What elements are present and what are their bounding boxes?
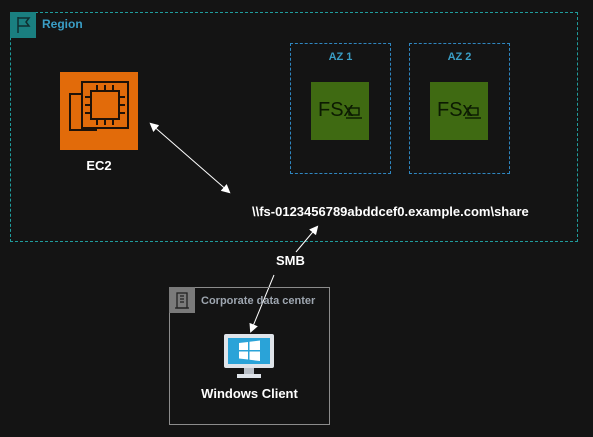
az-1-label: AZ 1: [328, 51, 353, 63]
corporate-datacenter-container: [169, 287, 330, 425]
fsx-icon-text: FSx: [318, 99, 354, 121]
smb-label: SMB: [276, 253, 305, 268]
ec2-label: EC2: [86, 158, 112, 173]
ec2-chip-icon: [60, 72, 138, 150]
corporate-datacenter-label: Corporate data center: [201, 295, 316, 307]
region-container: [10, 12, 578, 242]
windows-client-label: Windows Client: [201, 386, 298, 401]
fsx-icon: FSx: [430, 82, 488, 140]
fsx-icon: FSx: [311, 82, 369, 140]
ec2-to-share-arrow: [149, 122, 231, 194]
building-icon: [169, 287, 195, 313]
client-to-share-arrow-top: [295, 225, 319, 253]
flag-icon: [10, 12, 36, 38]
az-2-label: AZ 2: [447, 51, 472, 63]
az-1-container: [290, 43, 391, 174]
region-label: Region: [42, 17, 83, 31]
client-to-share-arrow-bottom: [249, 274, 275, 333]
share-path-label: \\fs-0123456789abddcef0.example.com\shar…: [252, 204, 529, 219]
az-2-container: [409, 43, 510, 174]
windows-monitor-icon: [222, 332, 276, 380]
fsx-icon-text: FSx: [437, 99, 473, 121]
